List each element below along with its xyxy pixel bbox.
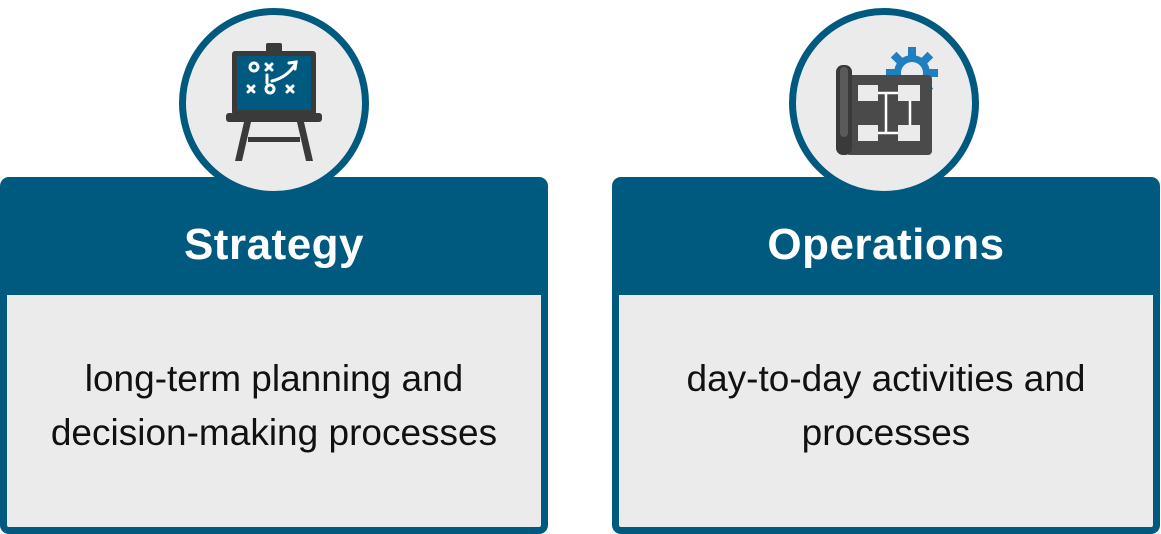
operations-title: Operations	[767, 220, 1005, 269]
operations-description: day-to-day activities and processes	[686, 358, 1086, 453]
operations-header: Operations	[612, 177, 1160, 299]
operations-badge	[789, 8, 979, 198]
strategy-body: long-term planning and decision-making p…	[0, 295, 548, 534]
operations-body: day-to-day activities and processes	[612, 295, 1160, 534]
operations-card: Operations day-to-day activities and pro…	[612, 177, 1160, 534]
strategy-card: Strategy long-term planning and decision…	[0, 177, 548, 534]
whiteboard-play-diagram-icon	[226, 43, 322, 161]
strategy-description: long-term planning and decision-making p…	[50, 358, 498, 453]
blueprint-gear-icon	[836, 47, 938, 155]
strategy-badge	[179, 8, 369, 198]
strategy-title: Strategy	[183, 220, 365, 269]
